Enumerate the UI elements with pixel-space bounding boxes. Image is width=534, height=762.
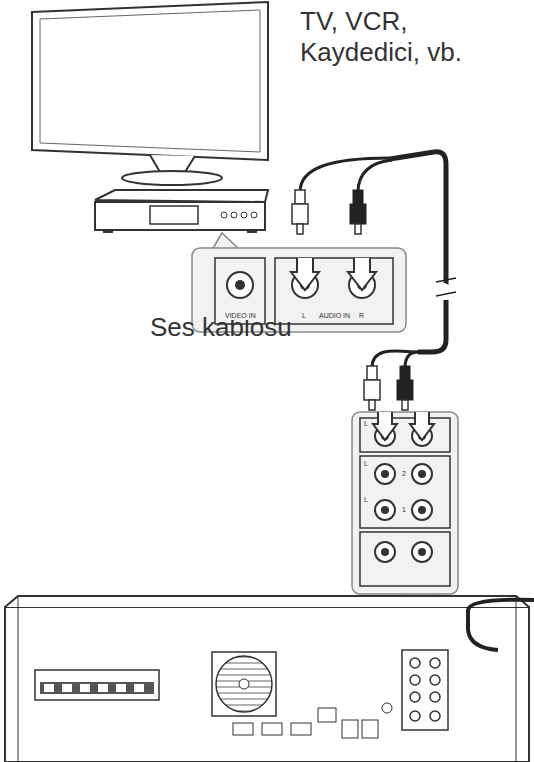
rca-plugs-bottom [364, 366, 413, 410]
jack-label: 2 [401, 470, 407, 478]
receiver-rear [5, 596, 534, 762]
jack-label: VIDEO IN [224, 312, 257, 320]
jack-label: 1 [401, 506, 407, 514]
jack-label: L [363, 420, 369, 428]
audio-cable [300, 152, 456, 368]
jack-label: L [363, 496, 369, 504]
jack-label: R [358, 312, 365, 320]
vcr [95, 190, 268, 233]
receiver-jack-panel [352, 412, 458, 622]
tv-jack-panel [192, 233, 406, 332]
jack-label: L [363, 460, 369, 468]
tv [32, 2, 268, 185]
jack-label: L [301, 312, 307, 320]
rca-plugs-top [292, 190, 366, 234]
device-caption: TV, VCR, Kaydedici, vb. [300, 6, 525, 68]
jack-label: AUDIO IN [318, 312, 351, 320]
